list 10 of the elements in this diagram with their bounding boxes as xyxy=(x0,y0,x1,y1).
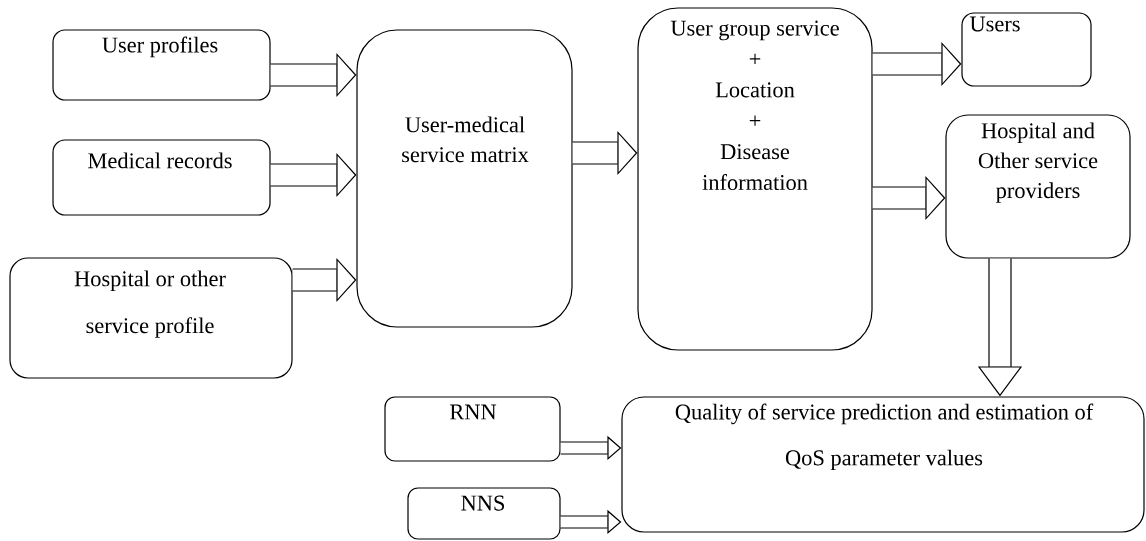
process-box: User profiles xyxy=(52,29,271,101)
process-box: Hospital and Other service providers xyxy=(945,114,1131,259)
process-box: Quality of service prediction and estimation of QoS parameter values xyxy=(621,396,1145,533)
process-box: NNS xyxy=(407,487,561,540)
process-box: User group service + Location + Disease information xyxy=(637,7,873,351)
process-box: Users xyxy=(961,12,1092,87)
process-box: Hospital or other service profile xyxy=(9,257,293,379)
process-box: User-medical service matrix xyxy=(356,29,573,328)
process-box: Medical records xyxy=(52,139,271,216)
process-box: RNN xyxy=(384,396,561,462)
